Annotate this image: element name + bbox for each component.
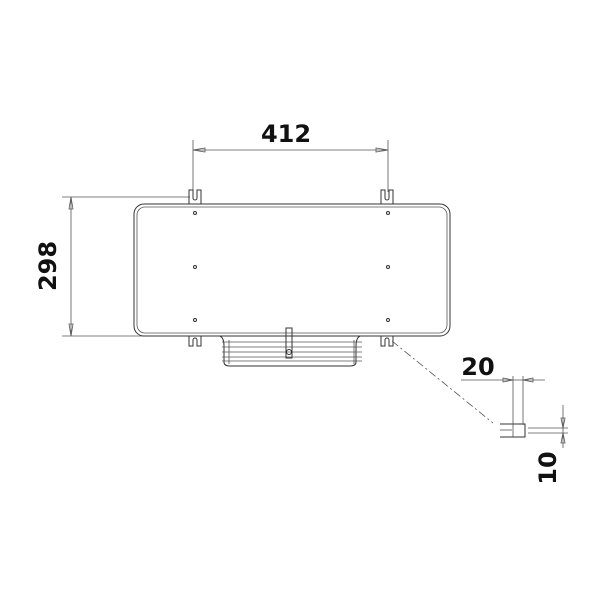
grille <box>219 327 362 367</box>
unit-body <box>133 203 451 337</box>
detail-leader-line <box>391 340 494 424</box>
mounting-holes <box>193 211 390 322</box>
width-dimension: 412 <box>192 120 389 192</box>
detail-height-label: 10 <box>534 451 562 484</box>
bracket-detail: 20 10 <box>461 353 568 485</box>
mounting-brackets <box>188 189 394 347</box>
detail-width-label: 20 <box>461 353 494 381</box>
height-dimension-label: 298 <box>34 241 62 291</box>
width-dimension-label: 412 <box>261 120 311 148</box>
height-dimension: 298 <box>34 196 190 337</box>
